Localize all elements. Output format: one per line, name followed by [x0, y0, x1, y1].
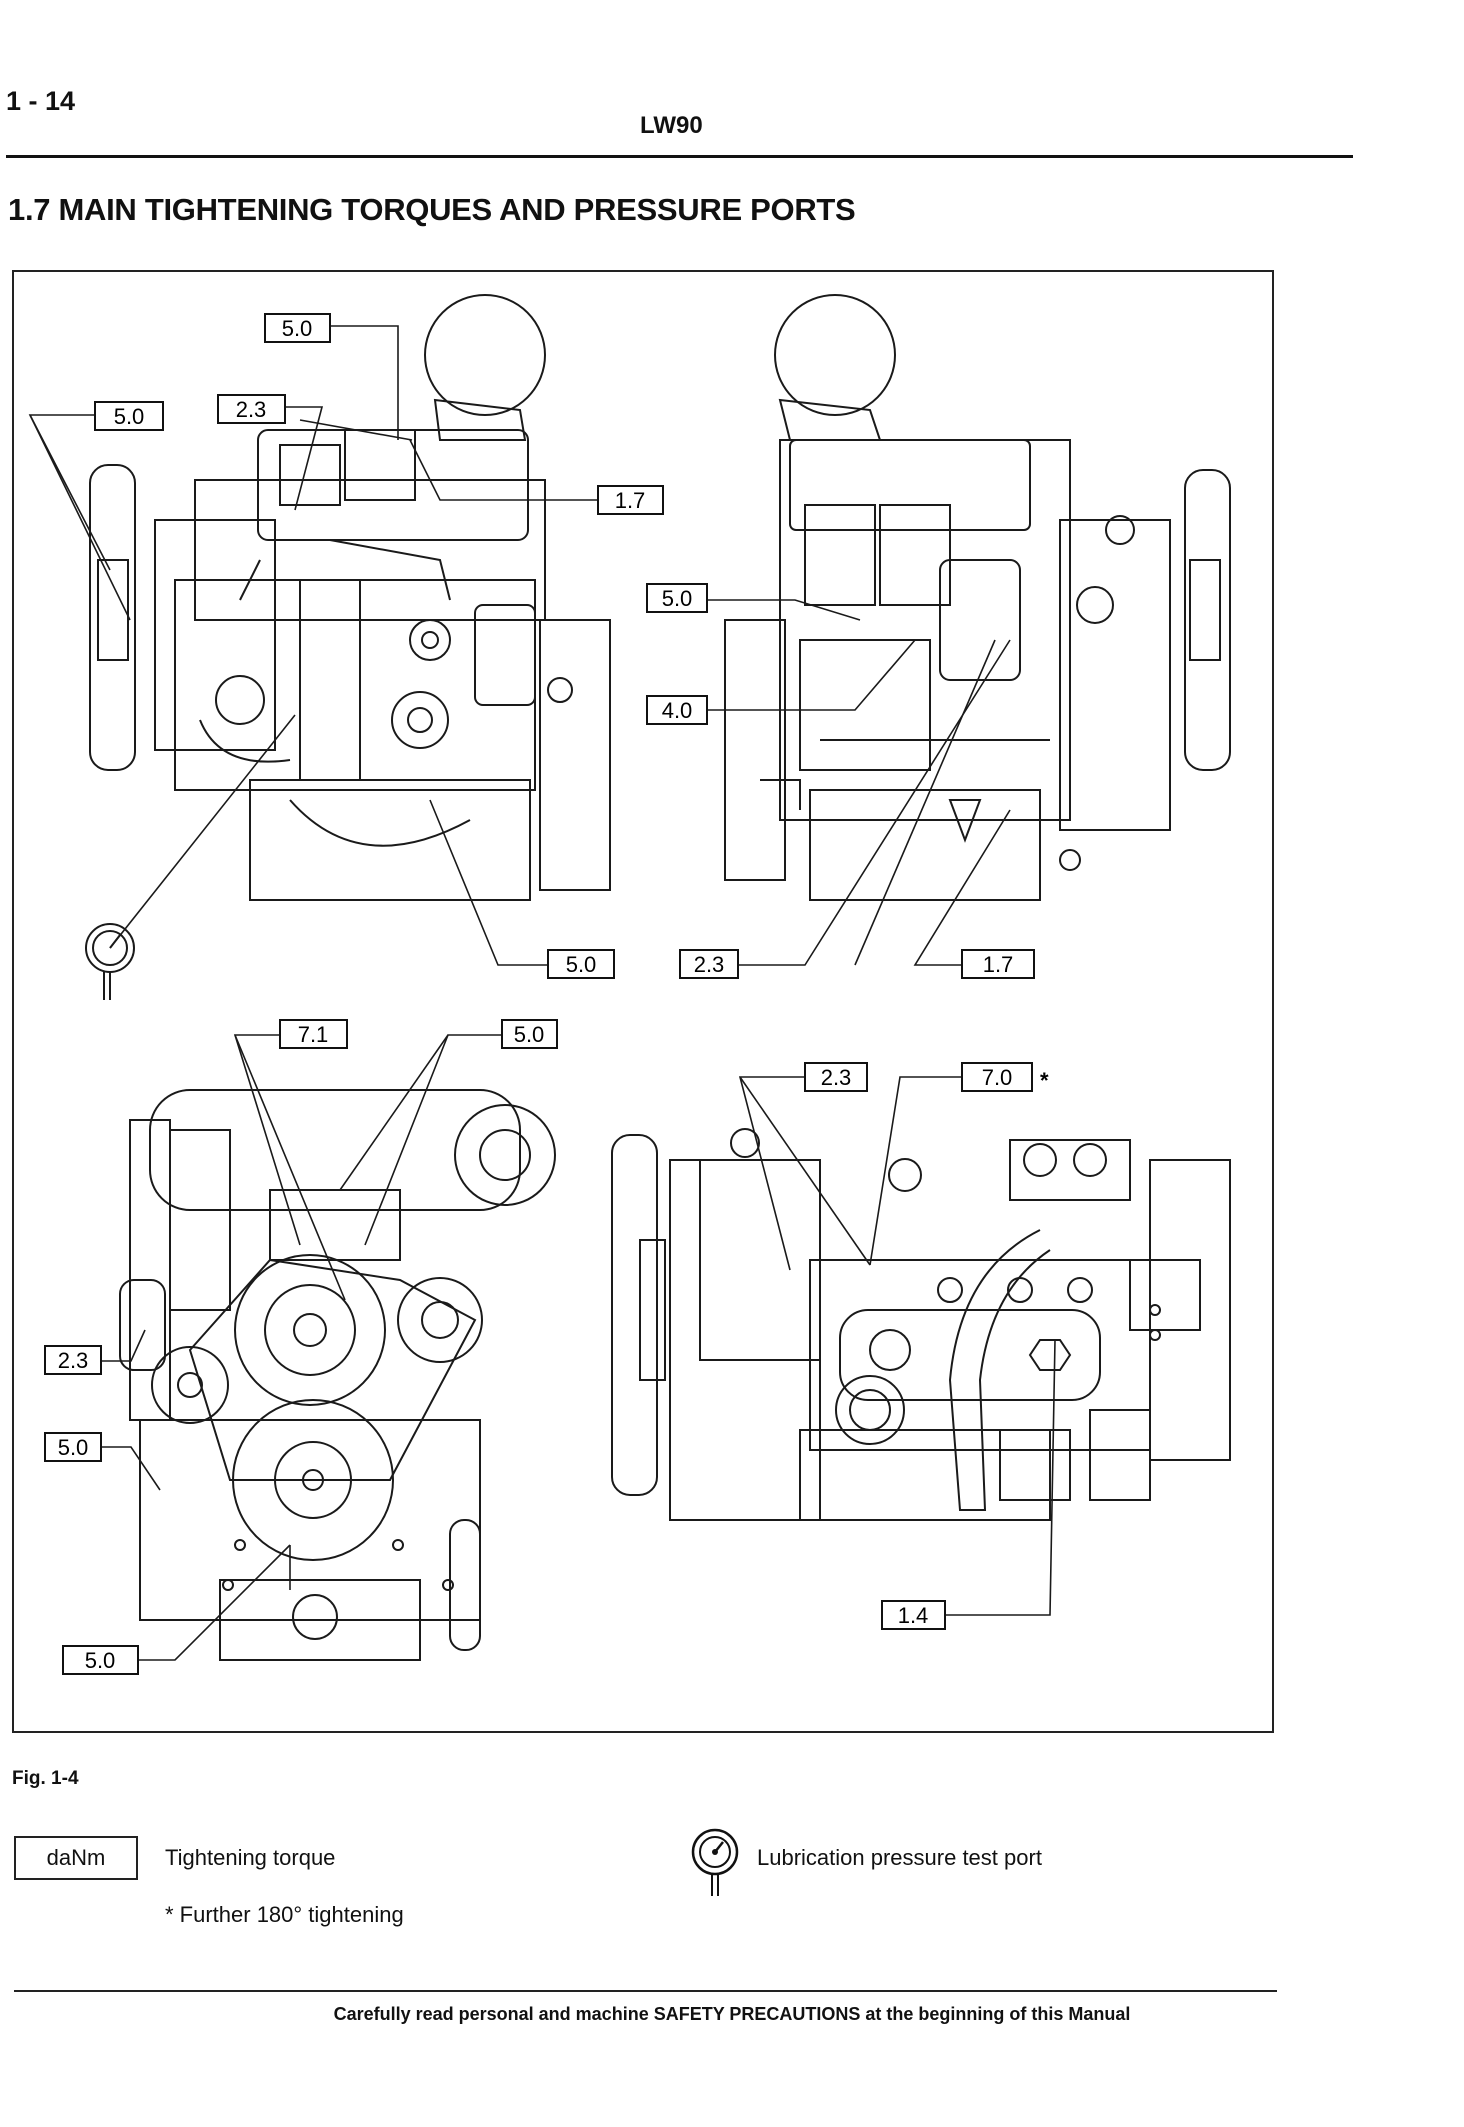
torque-label: 1.7: [983, 952, 1014, 977]
engine-view-belt-side: [119, 1089, 556, 1661]
leader-lines: [28, 325, 1056, 1661]
torque-label: 4.0: [662, 698, 693, 723]
engine-view-front-left: [85, 294, 611, 1000]
torque-label: 5.0: [85, 1648, 116, 1673]
pressure-gauge-icon: [691, 1828, 739, 1896]
torque-label: 5.0: [58, 1435, 89, 1460]
torque-label: 5.0: [662, 586, 693, 611]
unit-box: daNm: [14, 1836, 138, 1880]
page-number: 1 - 14: [6, 86, 76, 116]
torque-label: 5.0: [566, 952, 597, 977]
figure-caption: Fig. 1-4: [12, 1768, 79, 1789]
torque-label: 1.4: [898, 1603, 929, 1628]
torque-label: 1.7: [615, 488, 646, 513]
section-title: 1.7 MAIN TIGHTENING TORQUES AND PRESSURE…: [8, 192, 856, 227]
torque-label: 5.0: [282, 316, 313, 341]
footer-rule: [14, 1990, 1277, 1992]
torque-label: 5.0: [114, 404, 145, 429]
torque-label: 5.0: [514, 1022, 545, 1047]
engine-view-rear-right: [724, 294, 1231, 901]
header-rule: [6, 155, 1353, 158]
further-tightening-note: * Further 180° tightening: [165, 1902, 404, 1927]
torque-legend-label: Tightening torque: [165, 1845, 336, 1870]
asterisk-mark: *: [1040, 1068, 1049, 1093]
torque-label: 7.0: [982, 1065, 1013, 1090]
figure-frame: [12, 270, 1274, 1733]
pressure-port-legend-label: Lubrication pressure test port: [757, 1845, 1042, 1870]
torque-labels: 5.0 5.0 2.3 1.7 5.0 5.0 4.0 2.3 1.7 7.1 …: [44, 313, 1049, 1675]
document-code: LW90: [640, 112, 703, 139]
torque-label: 2.3: [58, 1348, 89, 1373]
safety-footer: Carefully read personal and machine SAFE…: [333, 2004, 1131, 2024]
torque-label: 7.1: [298, 1022, 329, 1047]
torque-label: 2.3: [821, 1065, 852, 1090]
torque-label: 2.3: [694, 952, 725, 977]
torque-label: 2.3: [236, 397, 267, 422]
engine-view-top-side: [611, 1128, 1231, 1521]
